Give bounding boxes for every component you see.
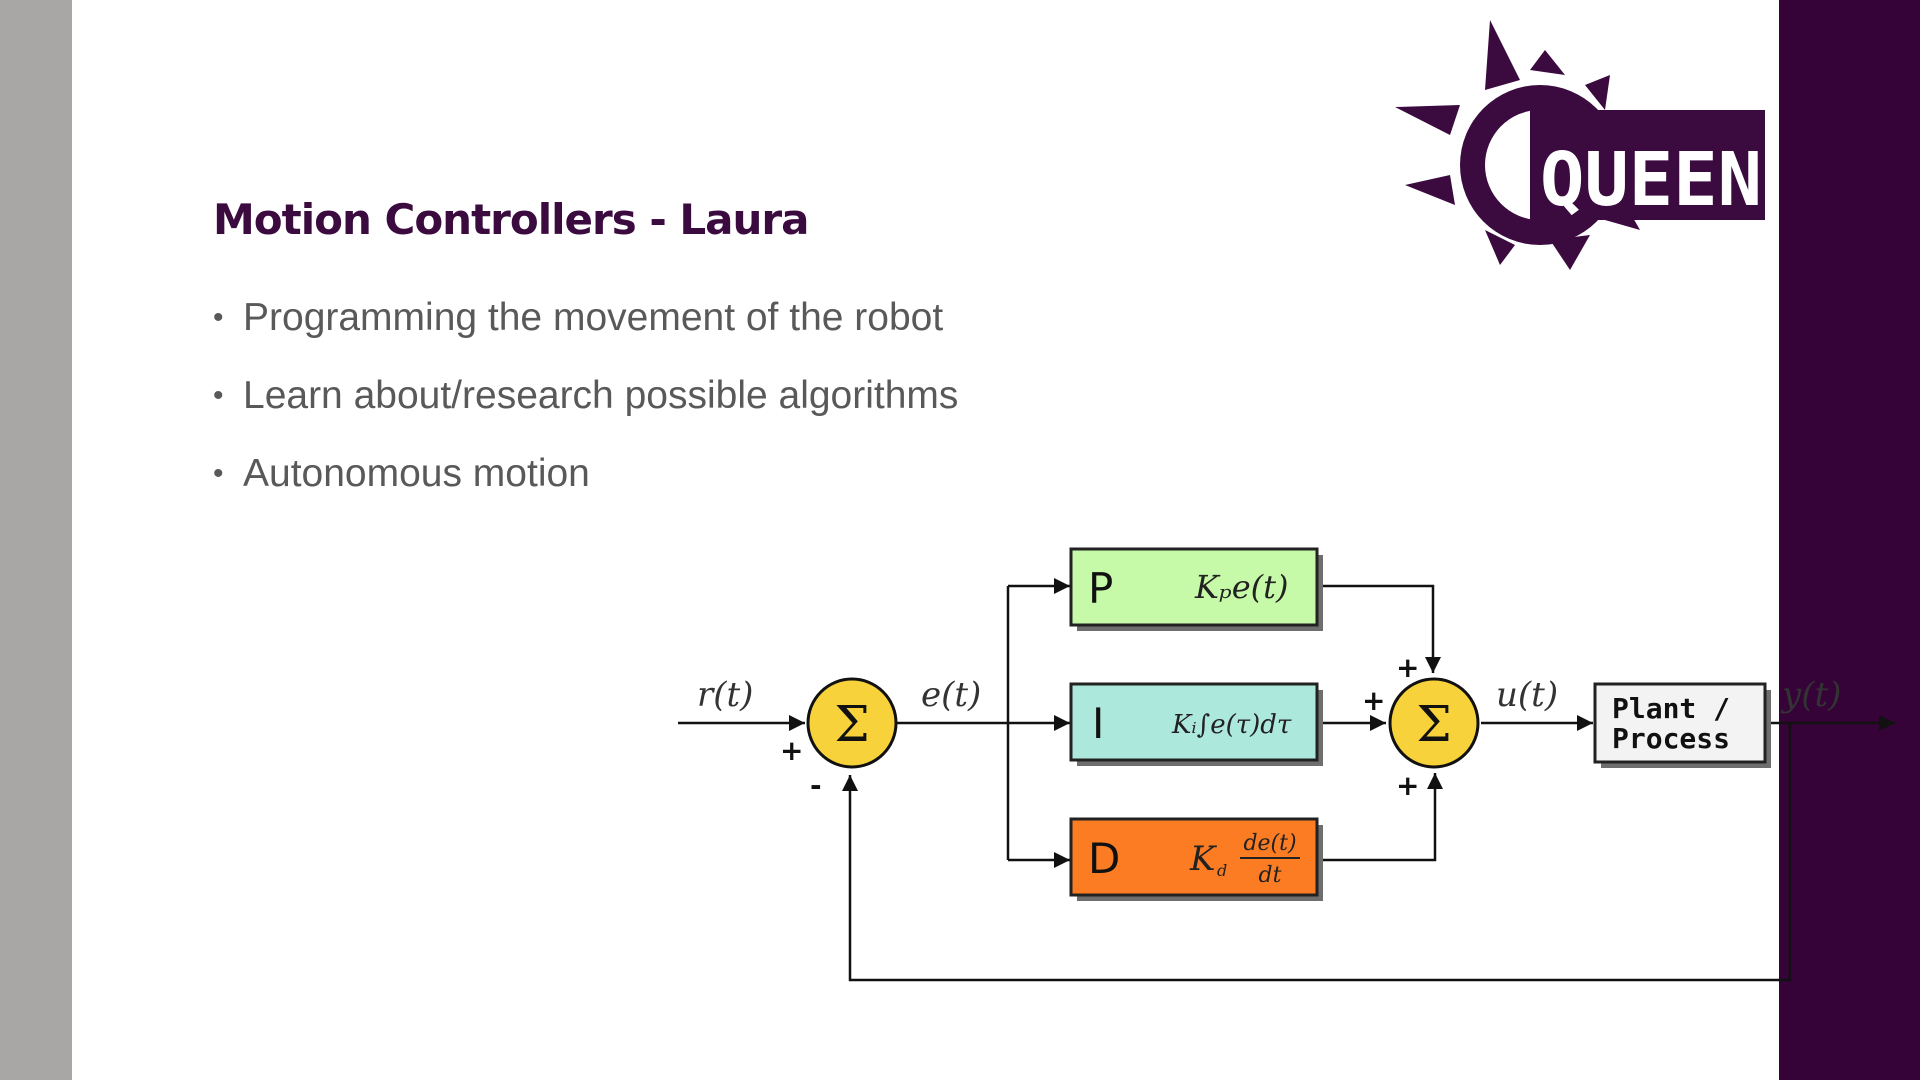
d-block-label: D (1088, 834, 1120, 883)
sign-plus-r: + (780, 734, 803, 767)
i-block: I Kᵢ∫e(τ)dτ (1069, 682, 1323, 766)
sign-plus-i: + (1362, 684, 1385, 717)
p-block-label: P (1088, 564, 1113, 613)
d-block-coef: K (1189, 839, 1218, 879)
sign-plus-d: + (1396, 769, 1419, 802)
d-to-sum (1323, 773, 1443, 862)
d-block-den: dt (1259, 863, 1282, 888)
svg-text:Σ: Σ (834, 695, 869, 753)
right-side-bar (1779, 0, 1920, 1080)
gear-icon (1395, 20, 1765, 270)
bullet-icon: • (213, 379, 224, 412)
bullet-item: •Learn about/research possible algorithm… (213, 366, 958, 444)
bullet-list: •Programming the movement of the robot •… (213, 288, 958, 522)
error-signal-label: e(t) (921, 675, 981, 715)
i-block-formula: Kᵢ∫e(τ)dτ (1171, 710, 1292, 740)
bullet-icon: • (213, 457, 224, 490)
bullet-item: •Programming the movement of the robot (213, 288, 958, 366)
sign-plus-p: + (1396, 651, 1419, 684)
logo-text: QUEEN (1540, 137, 1762, 223)
bullet-item: •Autonomous motion (213, 444, 958, 522)
left-side-bar (0, 0, 72, 1080)
input-signal-label: r(t) (697, 675, 753, 715)
sign-minus-feedback: - (810, 769, 822, 802)
d-block: D K d de(t) dt (1069, 817, 1323, 901)
sum-node-2: Σ (1388, 677, 1480, 769)
feedback-line (842, 723, 1792, 982)
svg-text:Σ: Σ (1416, 695, 1451, 753)
queen-logo: QUEEN (1395, 20, 1765, 270)
slide-title: Motion Controllers - Laura (213, 195, 809, 244)
bullet-icon: • (213, 301, 224, 334)
plant-block: Plant / Process (1593, 682, 1771, 768)
p-block: P Kₚe(t) (1069, 547, 1323, 631)
output-signal-label: y(t) (1780, 675, 1841, 715)
p-block-formula: Kₚe(t) (1194, 568, 1288, 606)
plant-label-line1: Plant / (1612, 692, 1730, 725)
p-to-sum (1323, 584, 1441, 673)
d-block-num: de(t) (1243, 831, 1296, 856)
d-block-sub: d (1217, 861, 1227, 880)
control-signal-label: u(t) (1496, 675, 1558, 715)
i-block-label: I (1092, 699, 1104, 748)
sum-node-1: Σ (806, 677, 898, 769)
plant-label-line2: Process (1612, 722, 1730, 755)
